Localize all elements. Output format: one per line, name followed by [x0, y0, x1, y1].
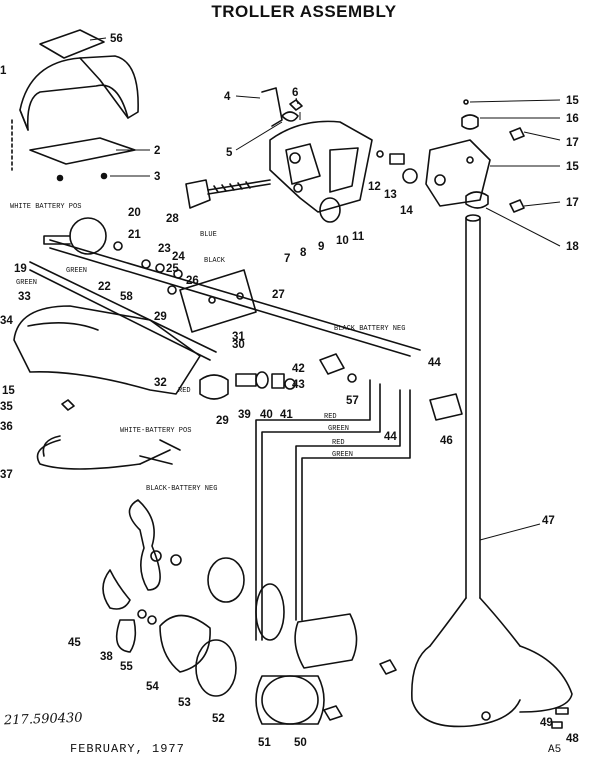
- part-number-28: 28: [166, 213, 179, 225]
- page-title: TROLLER ASSEMBLY: [211, 2, 397, 21]
- part-number-2: 2: [154, 145, 160, 157]
- wire-label-blue: BLUE: [200, 231, 217, 239]
- part-number-32: 32: [154, 377, 167, 389]
- wire-label-green-1: GREEN: [328, 425, 349, 433]
- wire-label-black: BLACK: [204, 257, 226, 265]
- publication-date: FEBRUARY, 1977: [70, 742, 185, 756]
- part-number-45: 45: [68, 637, 81, 649]
- part-number-41: 41: [280, 409, 293, 421]
- part-number-14: 14: [400, 205, 413, 217]
- part-number-17b: 17: [566, 197, 579, 209]
- part-number-11: 11: [352, 231, 365, 243]
- part-number-15c: 15: [2, 385, 15, 397]
- part-number-5: 5: [226, 147, 233, 159]
- wire-label-white-battery-pos: WHITE BATTERY POS: [10, 203, 81, 211]
- part-number-42: 42: [292, 363, 305, 375]
- wire-label-green-2: GREEN: [332, 451, 353, 459]
- wire-label-red-2: RED: [332, 439, 345, 447]
- page-reference: A5: [548, 744, 562, 756]
- control-housing-part: [13, 305, 201, 395]
- drive-motor-lower-part: [255, 675, 325, 725]
- part-number-29b: 29: [216, 415, 229, 427]
- part-number-44b: 44: [384, 431, 397, 443]
- part-number-24: 24: [172, 251, 185, 263]
- part-number-30: 30: [232, 339, 245, 351]
- part-number-58: 58: [120, 291, 133, 303]
- part-number-33: 33: [18, 291, 31, 303]
- part-number-37: 37: [0, 469, 13, 481]
- part-number-56: 56: [110, 33, 123, 45]
- part-number-57: 57: [346, 395, 359, 407]
- part-number-48: 48: [566, 733, 579, 745]
- battery-cord-part: [36, 399, 181, 470]
- part-number-15b: 15: [566, 161, 579, 173]
- part-number-47: 47: [542, 515, 555, 527]
- wire-label-black-battery-neg-cord: BLACK-BATTERY NEG: [146, 485, 217, 493]
- part-number-39: 39: [238, 409, 251, 421]
- part-number-3: 3: [154, 171, 160, 183]
- part-number-35: 35: [0, 401, 13, 413]
- wire-label-red-1: RED: [324, 413, 337, 421]
- part-number-1: 1: [0, 65, 7, 77]
- part-number-53: 53: [178, 697, 191, 709]
- clamp-screw-part: [185, 179, 271, 209]
- part-number-7: 7: [284, 253, 290, 265]
- motor-cover-part: [11, 55, 139, 171]
- wire-label-red-39: RED: [178, 387, 191, 395]
- cover-base-plate-part: [29, 137, 136, 165]
- wire-label-green-mid: GREEN: [66, 267, 87, 275]
- part-number-26: 26: [186, 275, 199, 287]
- speed-control-motor-part: [43, 217, 123, 255]
- part-number-10: 10: [336, 235, 349, 247]
- part-number-20: 20: [128, 207, 141, 219]
- part-code: 217.590430: [3, 710, 83, 729]
- label-plate-part: [39, 29, 105, 59]
- part-number-44a: 44: [428, 357, 441, 369]
- part-number-12: 12: [368, 181, 381, 193]
- part-number-43: 43: [292, 379, 305, 391]
- part-number-18: 18: [566, 241, 579, 253]
- part-number-36: 36: [0, 421, 13, 433]
- part-number-49: 49: [540, 717, 553, 729]
- part-number-23: 23: [158, 243, 171, 255]
- part-number-22: 22: [98, 281, 111, 293]
- part-number-29a: 29: [154, 311, 167, 323]
- part-number-50: 50: [294, 737, 307, 749]
- part-number-25: 25: [166, 263, 179, 275]
- part-number-54: 54: [146, 681, 159, 693]
- steering-head-part: [425, 99, 525, 213]
- part-number-6: 6: [292, 87, 298, 99]
- switch-plate-part: [179, 269, 257, 333]
- wire-label-green-left: GREEN: [16, 279, 37, 287]
- part-number-51: 51: [258, 737, 271, 749]
- wire-label-white-battery-pos-cord: WHITE-BATTERY POS: [120, 427, 191, 435]
- part-number-19: 19: [14, 263, 27, 275]
- transom-clamp-part: [269, 120, 373, 213]
- part-number-4: 4: [224, 91, 231, 103]
- part-number-52: 52: [212, 713, 225, 725]
- propeller-part: [102, 499, 161, 653]
- part-number-17a: 17: [566, 137, 579, 149]
- part-number-38: 38: [100, 651, 113, 663]
- part-number-34: 34: [0, 315, 13, 327]
- wire-harness: [29, 239, 421, 361]
- part-number-16: 16: [566, 113, 579, 125]
- part-number-27: 27: [272, 289, 285, 301]
- part-number-21: 21: [128, 229, 141, 241]
- part-number-8: 8: [300, 247, 307, 259]
- motor-shaft-part: [429, 214, 521, 647]
- part-number-40: 40: [260, 409, 273, 421]
- lower-unit-part: [411, 645, 573, 728]
- part-number-15a: 15: [566, 95, 579, 107]
- motor-leads: [255, 379, 411, 641]
- part-number-55: 55: [120, 661, 133, 673]
- part-number-9: 9: [318, 241, 324, 253]
- part-number-31: 31: [232, 331, 245, 343]
- part-number-46: 46: [440, 435, 453, 447]
- part-number-13: 13: [384, 189, 397, 201]
- wire-label-black-battery-neg: BLACK BATTERY NEG: [334, 325, 405, 333]
- drive-motor-upper-part: [294, 613, 358, 669]
